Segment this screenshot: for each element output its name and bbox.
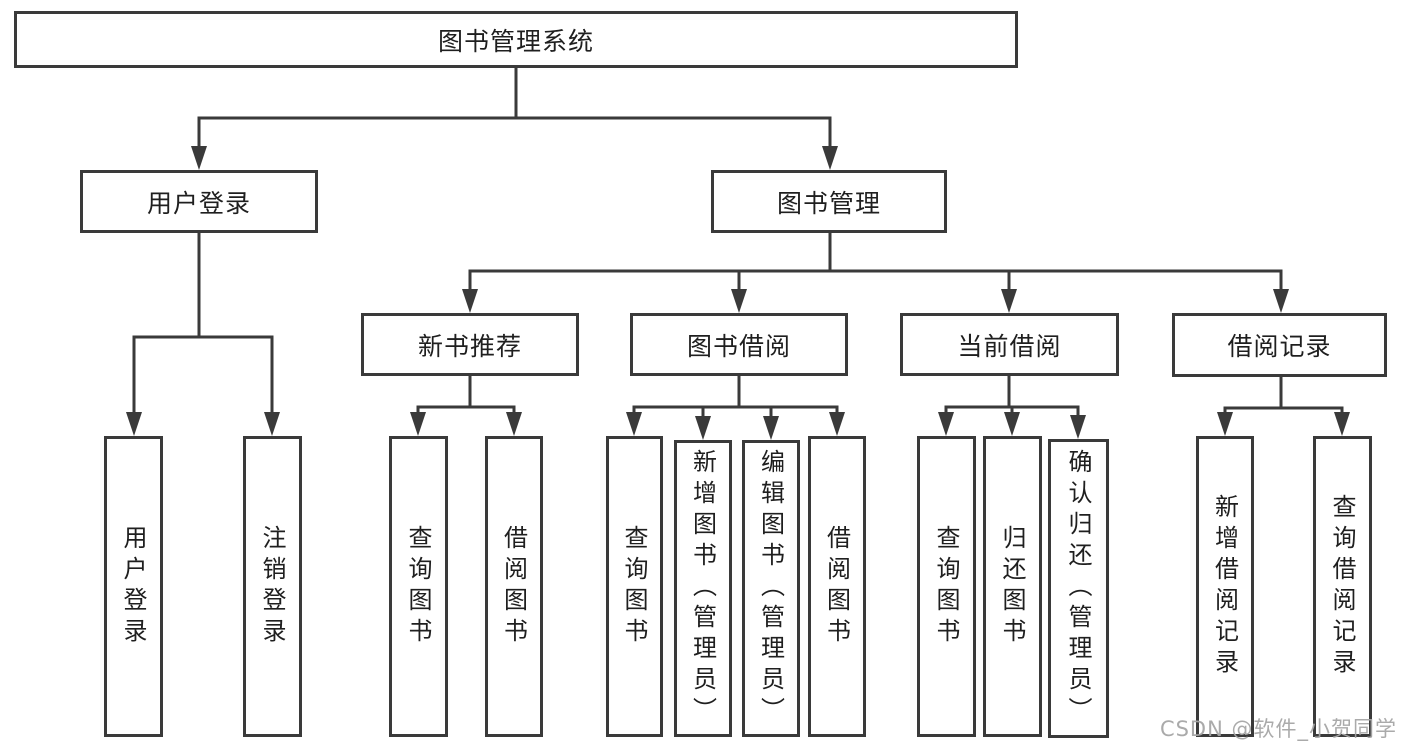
leaf-confirm-return-admin: 确认归还（管理员） bbox=[1048, 439, 1109, 738]
node-borrowing-records: 借阅记录 bbox=[1172, 313, 1387, 377]
leaf-query-books-current: 查询图书 bbox=[917, 436, 976, 737]
leaf-return-book: 归还图书 bbox=[983, 436, 1042, 737]
node-current-borrowing: 当前借阅 bbox=[900, 313, 1119, 376]
node-label: 查询图书 bbox=[404, 524, 432, 649]
arrowhead-icon bbox=[695, 416, 711, 440]
leaf-logout: 注销登录 bbox=[243, 436, 302, 737]
arrowhead-icon bbox=[264, 412, 280, 436]
leaf-query-books-borrowing: 查询图书 bbox=[606, 436, 663, 737]
node-user-login: 用户登录 bbox=[80, 170, 318, 233]
leaf-user-login: 用户登录 bbox=[104, 436, 163, 737]
arrowhead-icon bbox=[191, 146, 207, 170]
leaf-borrow-books: 借阅图书 bbox=[808, 436, 866, 737]
arrowhead-icon bbox=[731, 289, 747, 313]
arrowhead-icon bbox=[1004, 412, 1020, 436]
csdn-watermark: CSDN @软件_小贺同学 bbox=[1159, 717, 1397, 741]
node-label: 新增借阅记录 bbox=[1210, 493, 1239, 680]
arrowhead-icon bbox=[1334, 412, 1350, 436]
node-label: 编辑图书（管理员） bbox=[756, 449, 785, 728]
node-label: 用户登录 bbox=[119, 524, 147, 649]
node-label: 查询借阅记录 bbox=[1328, 493, 1356, 680]
node-book-management: 图书管理 bbox=[711, 170, 947, 233]
leaf-query-borrow-record: 查询借阅记录 bbox=[1313, 436, 1372, 737]
node-label: 查询图书 bbox=[932, 524, 960, 649]
arrowhead-icon bbox=[1217, 412, 1233, 436]
arrowhead-icon bbox=[938, 412, 954, 436]
node-new-book-recommend: 新书推荐 bbox=[361, 313, 579, 376]
leaf-add-book-admin: 新增图书（管理员） bbox=[674, 440, 732, 737]
arrowhead-icon bbox=[829, 412, 845, 436]
node-label: 新书推荐 bbox=[417, 331, 522, 361]
node-library-system: 图书管理系统 bbox=[14, 11, 1018, 68]
node-label: 当前借阅 bbox=[957, 331, 1062, 361]
node-label: 查询图书 bbox=[620, 524, 648, 649]
arrowhead-icon bbox=[462, 289, 478, 313]
node-label: 图书管理系统 bbox=[437, 26, 594, 56]
node-label: 借阅记录 bbox=[1227, 332, 1332, 361]
arrowhead-icon bbox=[126, 412, 142, 436]
arrowhead-icon bbox=[1070, 415, 1086, 439]
node-book-borrowing: 图书借阅 bbox=[630, 313, 848, 376]
node-label: 新增图书（管理员） bbox=[688, 449, 717, 728]
node-label: 借阅图书 bbox=[499, 524, 528, 649]
arrowhead-icon bbox=[1273, 289, 1289, 313]
arrowhead-icon bbox=[626, 412, 642, 436]
arrowhead-icon bbox=[763, 416, 779, 440]
leaf-borrow-books-recommend: 借阅图书 bbox=[485, 436, 543, 737]
node-label: 图书借阅 bbox=[686, 331, 791, 361]
node-label: 图书管理 bbox=[776, 188, 881, 218]
leaf-edit-book-admin: 编辑图书（管理员） bbox=[742, 440, 800, 737]
arrowhead-icon bbox=[1001, 289, 1017, 313]
leaf-add-borrow-record: 新增借阅记录 bbox=[1196, 436, 1254, 737]
node-label: 用户登录 bbox=[146, 188, 251, 218]
node-label: 归还图书 bbox=[998, 524, 1026, 649]
node-label: 借阅图书 bbox=[822, 524, 851, 649]
arrowhead-icon bbox=[506, 412, 522, 436]
arrowhead-icon bbox=[410, 412, 426, 436]
node-label: 确认归还（管理员） bbox=[1064, 449, 1092, 728]
leaf-query-books-recommend: 查询图书 bbox=[389, 436, 448, 737]
arrowhead-icon bbox=[822, 146, 838, 170]
node-label: 注销登录 bbox=[258, 524, 286, 649]
